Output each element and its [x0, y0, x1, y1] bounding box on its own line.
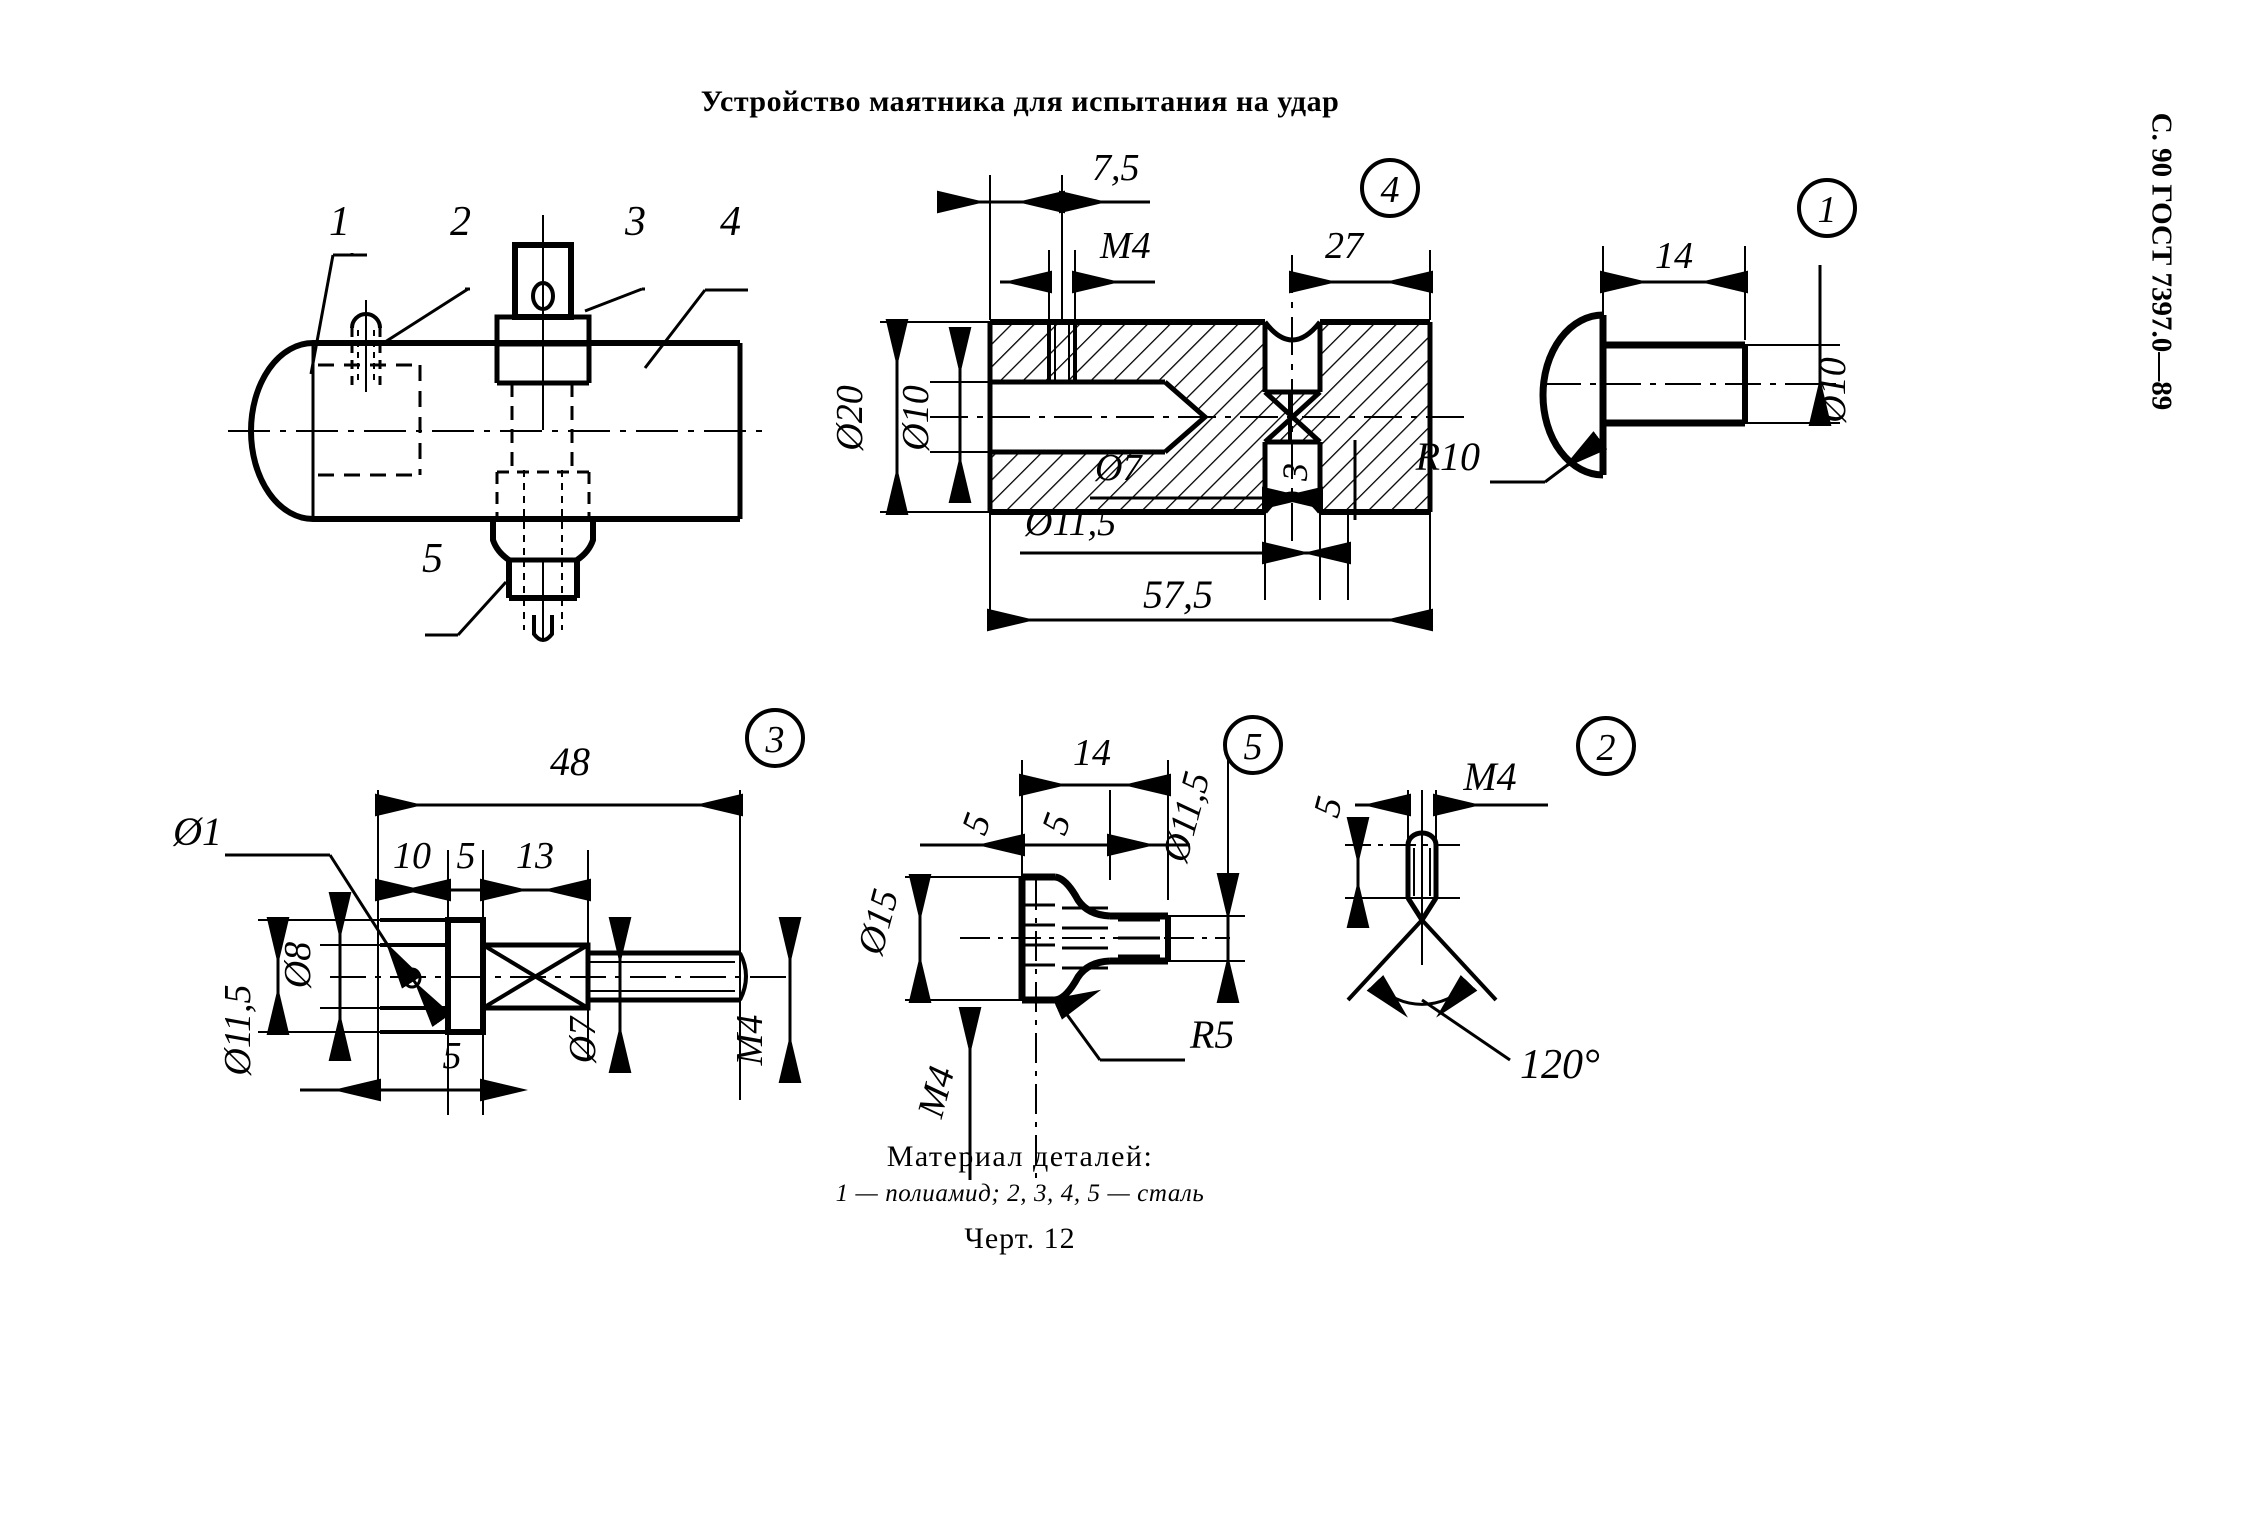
- part-1-balloon: 1: [1818, 189, 1837, 231]
- part-3-dim-48: 48: [550, 739, 590, 784]
- part-5-dim-5a: 5: [954, 808, 1000, 840]
- part-4-dim-57-5: 57,5: [1143, 572, 1213, 617]
- caption-block: Материал деталей: 1 — полиамид; 2, 3, 4,…: [0, 1140, 2040, 1256]
- part-4-dim-m4: M4: [1099, 225, 1151, 267]
- part-4-dim-d11-5: Ø11,5: [1024, 502, 1116, 544]
- part-5-dim-5b: 5: [1034, 808, 1080, 840]
- part-1-view: [1490, 178, 1857, 484]
- part-4-dim-d20: Ø20: [829, 385, 871, 451]
- part-5-dim-m4: M4: [909, 1062, 963, 1123]
- part-1-dim-r10: R10: [1415, 434, 1480, 479]
- part-3-view: [225, 708, 805, 1115]
- part-3-dim-m4: M4: [729, 1015, 771, 1067]
- part-3-dim-d11-5: Ø11,5: [217, 984, 259, 1076]
- assembly-callout-3: 3: [624, 199, 646, 245]
- part-4-dim-3: 3: [1275, 463, 1315, 482]
- part-3-dim-13: 13: [516, 835, 554, 877]
- part-1-dim-14: 14: [1655, 235, 1693, 277]
- part-3-dim-10: 10: [393, 835, 431, 877]
- assembly-view: [228, 215, 770, 642]
- assembly-callout-5: 5: [422, 536, 443, 582]
- part-5-dim-d15: Ø15: [849, 885, 907, 960]
- part-2-dim-m4: M4: [1462, 754, 1516, 799]
- part-2-balloon: 2: [1597, 727, 1616, 769]
- part-5-dim-d11-5: Ø11,5: [1154, 767, 1218, 867]
- figure-caption: Черт. 12: [964, 1222, 1076, 1255]
- part-5-view: [905, 715, 1283, 1180]
- part-4-dim-27: 27: [1325, 225, 1365, 267]
- part-3-balloon: 3: [765, 719, 785, 761]
- part-3-dim-5b: 5: [443, 1035, 462, 1077]
- part-4-dim-7-5: 7,5: [1092, 147, 1140, 189]
- material-note: 1 — полиамид; 2, 3, 4, 5 — сталь: [835, 1180, 1205, 1207]
- part-1-dim-d10: Ø10: [1812, 357, 1854, 423]
- part-3-dim-d8: Ø8: [277, 942, 319, 989]
- part-2-dim-120: 120°: [1520, 1042, 1600, 1088]
- part-5-dim-r5: R5: [1189, 1012, 1234, 1057]
- part-2-dim-5: 5: [1306, 792, 1351, 821]
- page-title: Устройство маятника для испытания на уда…: [700, 85, 1340, 118]
- part-4-view: [880, 158, 1470, 632]
- part-2-view: [1345, 716, 1636, 1062]
- part-5-dim-14: 14: [1073, 732, 1111, 774]
- part-4-balloon: 4: [1381, 169, 1400, 211]
- part-4-dim-d10: Ø10: [895, 385, 937, 451]
- part-4-dim-d7: Ø7: [1094, 447, 1143, 489]
- page-header-standard-number: С. 90 ГОСТ 7397.0—89: [2145, 112, 2178, 411]
- assembly-callout-2: 2: [450, 199, 471, 245]
- part-3-dim-d1: Ø1: [172, 809, 222, 854]
- part-3-dim-d7: Ø7: [562, 1015, 604, 1064]
- assembly-callout-4: 4: [720, 199, 741, 245]
- assembly-callout-1: 1: [329, 199, 350, 245]
- material-heading: Материал деталей:: [886, 1140, 1154, 1173]
- part-3-dim-5a: 5: [457, 835, 476, 877]
- part-5-balloon: 5: [1244, 726, 1263, 768]
